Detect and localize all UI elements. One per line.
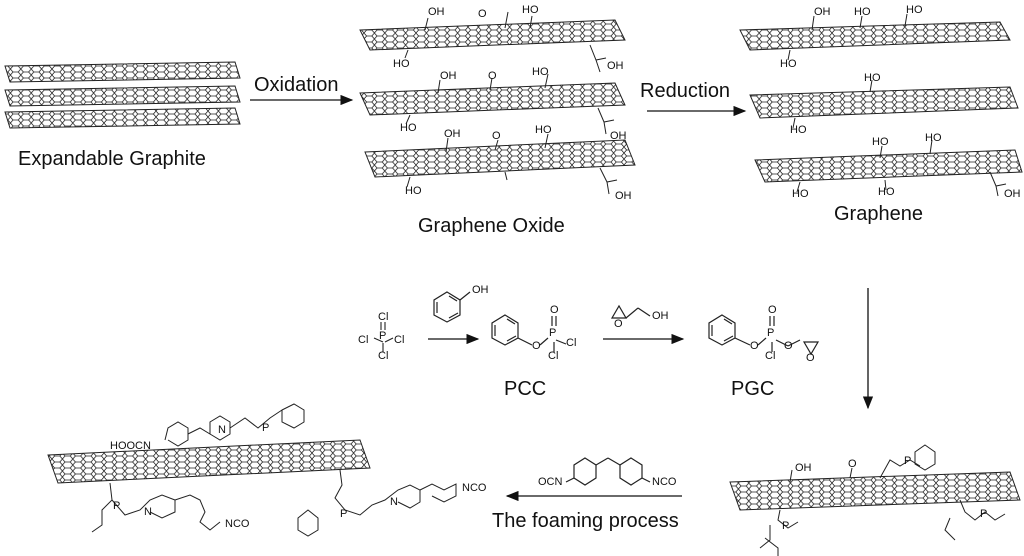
go-ho-1: HO <box>522 4 539 16</box>
pcl3-cl-left: Cl <box>358 334 369 346</box>
go-ho-4: HO <box>400 122 417 134</box>
pgc-label: PGC <box>731 378 775 400</box>
gr-ho-2: HO <box>906 4 923 16</box>
go-ho-5: HO <box>535 124 552 136</box>
pgc-graphene-p-1: P <box>904 455 912 467</box>
pcc-cl-bottom: Cl <box>548 350 559 362</box>
gr-ho-6: HO <box>872 136 889 148</box>
go-ho-6: HO <box>405 185 422 197</box>
final-graphene-sheet <box>47 403 457 537</box>
go-o-2: O <box>488 70 497 82</box>
go-oh-1: OH <box>428 6 445 18</box>
pgc-o-epoxide: O <box>806 352 815 364</box>
pgc-o-chain: O <box>784 340 793 352</box>
gr-ho-3: HO <box>780 58 797 70</box>
expandable-graphite-label: Expandable Graphite <box>18 148 206 170</box>
pgc-cl: Cl <box>765 350 776 362</box>
pcc-o-link: O <box>532 340 541 352</box>
mdi-nco: NCO <box>652 476 677 488</box>
go-oh-2: OH <box>607 60 624 72</box>
gr-ho-1: HO <box>854 6 871 18</box>
pgc-p: P <box>767 327 775 339</box>
final-p-1: P <box>262 422 270 434</box>
graphite-stack <box>4 61 241 129</box>
mdi-structure <box>565 457 651 486</box>
glycidol-o: O <box>614 318 623 330</box>
pgc-graphene-sheet <box>729 444 1021 556</box>
pgc-graphene-p-3: P <box>980 508 988 520</box>
pcc-label: PCC <box>504 378 547 400</box>
foaming-process-label: The foaming process <box>492 510 679 532</box>
pgc-graphene-oh: OH <box>795 462 812 474</box>
graphene-label: Graphene <box>834 203 923 225</box>
glycidol-oh: OH <box>652 310 669 322</box>
final-hoocn: HOOCN <box>110 440 151 452</box>
graphene-oxide-sheets <box>359 11 636 195</box>
final-p-2: P <box>113 500 121 512</box>
pcl3-cl-bottom: Cl <box>378 350 389 362</box>
go-oh-6: OH <box>615 190 632 202</box>
pgc-graphene-o-1: O <box>848 458 857 470</box>
graphene-oxide-label: Graphene Oxide <box>418 215 565 237</box>
reduction-label: Reduction <box>640 80 731 102</box>
pcl3-cl-top: Cl <box>378 311 389 323</box>
pcc-structure <box>491 314 567 352</box>
go-o-3: O <box>492 130 501 142</box>
gr-oh-1: OH <box>814 6 831 18</box>
go-oh-3: OH <box>440 70 457 82</box>
final-n-1: N <box>218 424 226 436</box>
go-oh-5: OH <box>444 128 461 140</box>
pcc-o-top: O <box>550 304 559 316</box>
go-ho-3: HO <box>532 66 549 78</box>
gr-ho-9: HO <box>878 186 895 198</box>
final-nco-2: NCO <box>462 482 487 494</box>
go-ho-2: HO <box>393 58 410 70</box>
pcl3-cl-right: Cl <box>394 334 405 346</box>
process-arrows <box>250 94 874 502</box>
mdi-ocn: OCN <box>538 476 563 488</box>
pgc-structure <box>708 314 820 356</box>
pcc-p: P <box>549 327 557 339</box>
phenol-oh: OH <box>472 284 489 296</box>
gr-ho-5: HO <box>790 124 807 136</box>
go-oh-4: OH <box>610 130 627 142</box>
gr-oh-2: OH <box>1004 188 1021 200</box>
pcc-cl-right: Cl <box>566 337 577 349</box>
gr-ho-8: HO <box>792 188 809 200</box>
final-n-3: N <box>390 496 398 508</box>
pocl3-structure <box>373 322 394 352</box>
final-nco-1: NCO <box>225 518 250 530</box>
pgc-o-top: O <box>768 304 777 316</box>
pcl3-p: P <box>379 330 387 342</box>
gr-ho-4: HO <box>864 72 881 84</box>
pgc-graphene-p-2: P <box>782 520 790 532</box>
final-n-2: N <box>144 506 152 518</box>
pgc-o-link: O <box>750 340 759 352</box>
final-p-3: P <box>340 508 348 520</box>
go-o-1: O <box>478 8 487 20</box>
phenol-structure <box>433 291 471 323</box>
oxidation-label: Oxidation <box>254 74 339 96</box>
graphene-sheets <box>739 13 1023 197</box>
gr-ho-7: HO <box>925 132 942 144</box>
glycidol-structure <box>610 304 651 319</box>
